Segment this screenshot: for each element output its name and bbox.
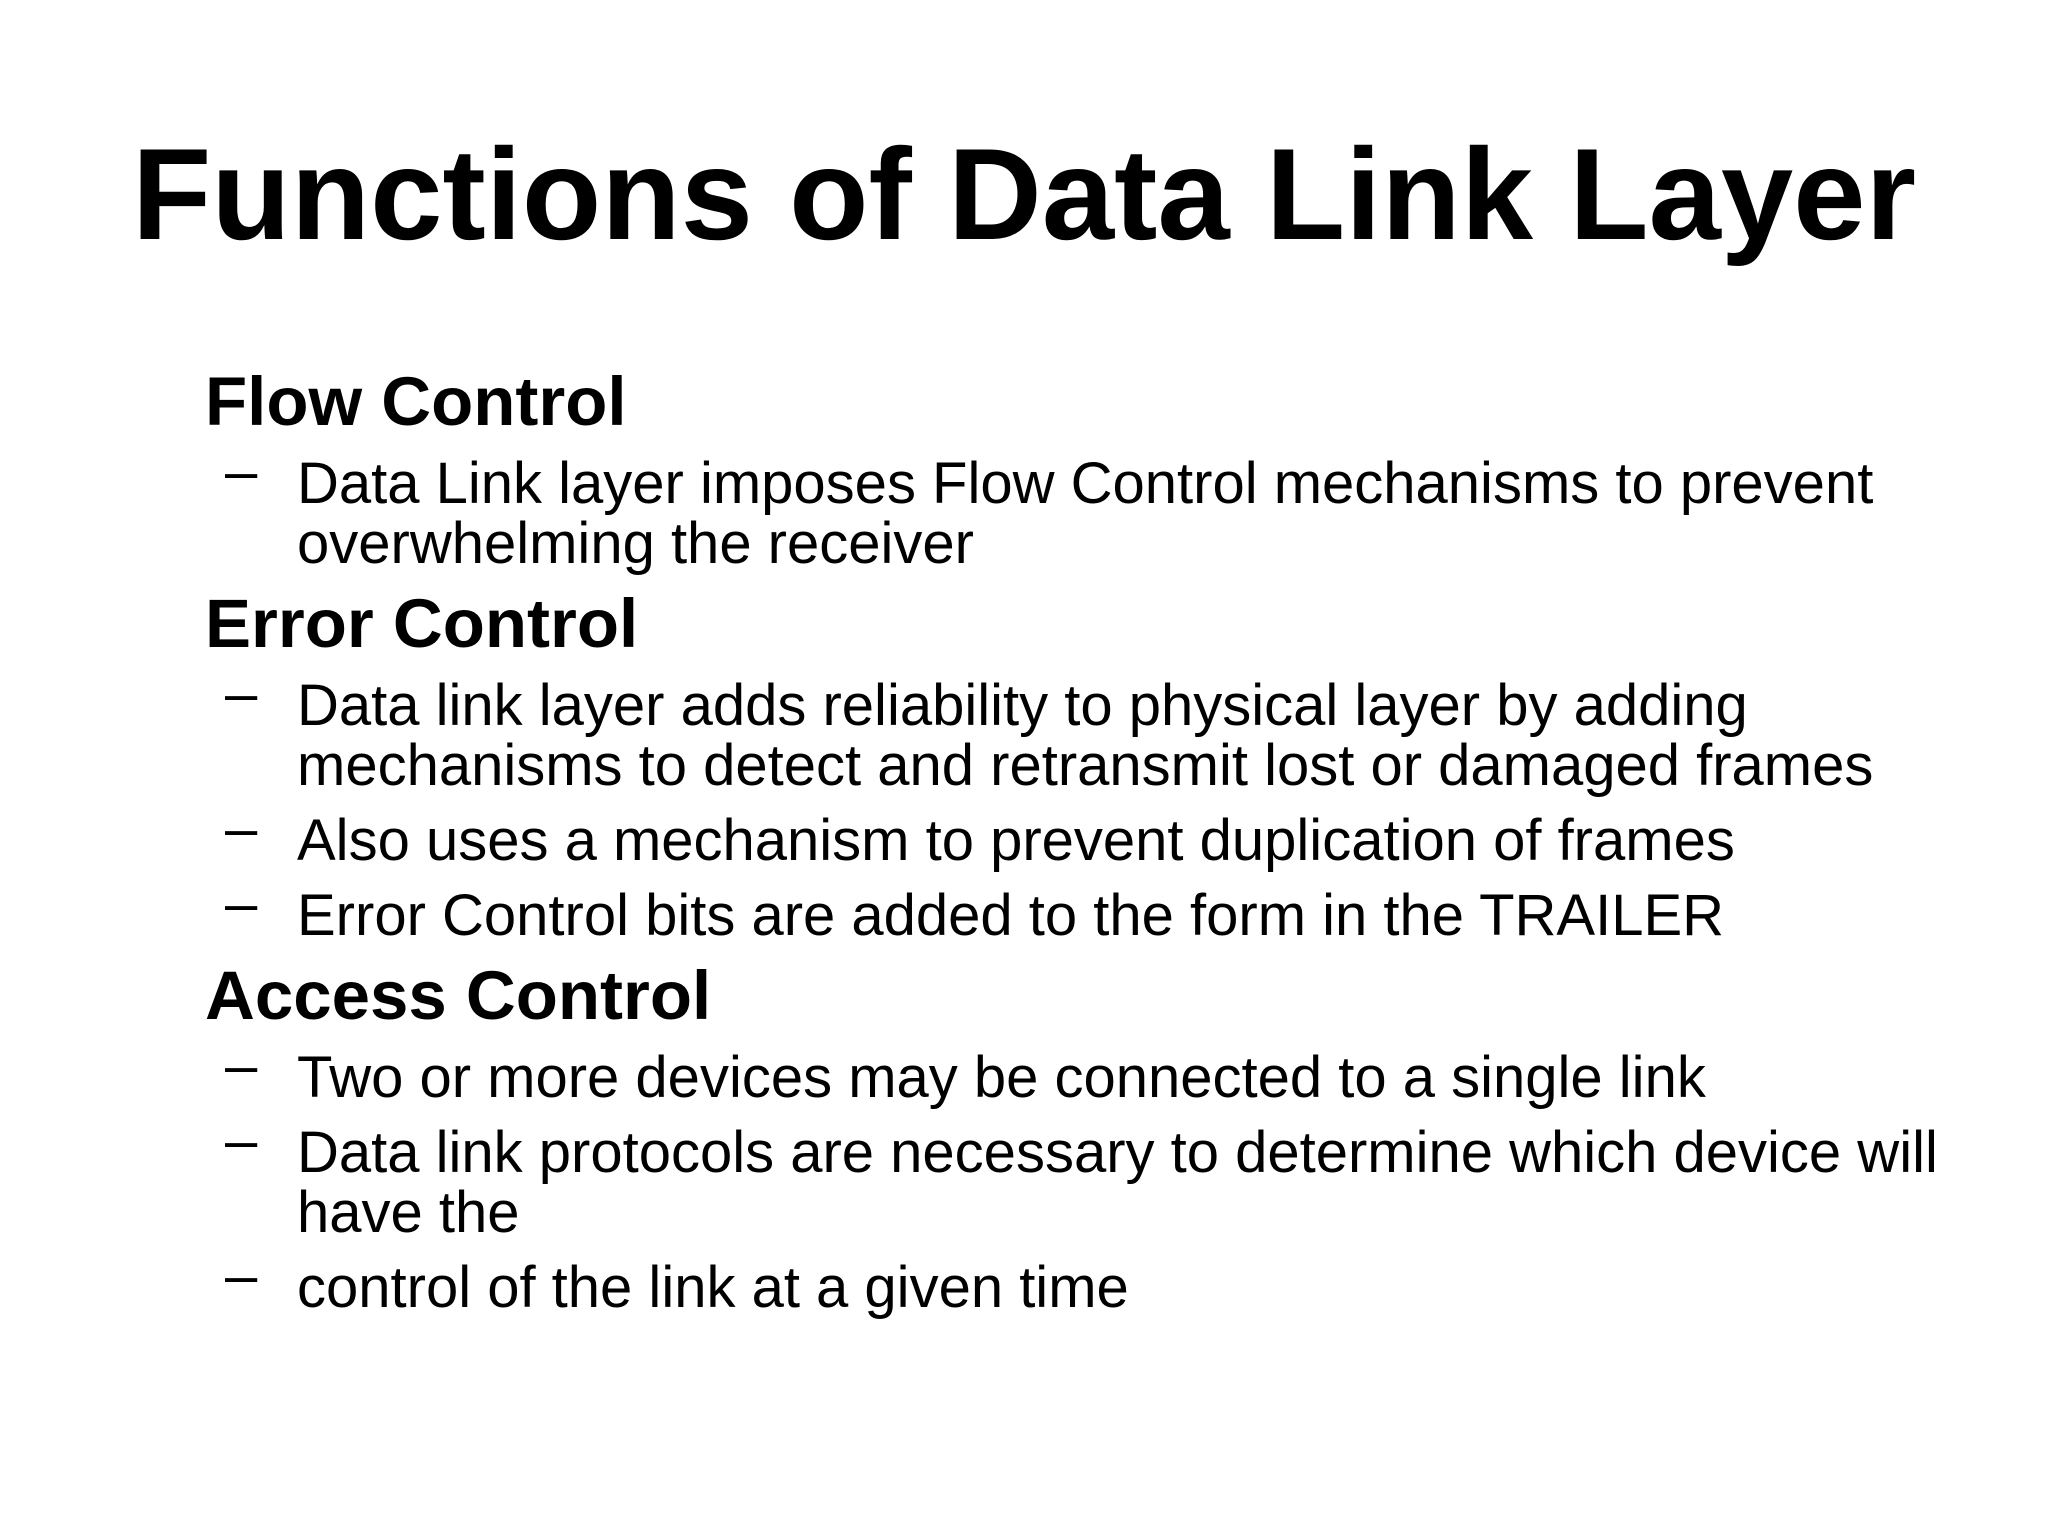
sub-bullet-text: Data Link layer imposes Flow Control mec…: [297, 451, 1874, 576]
bullet-heading: Access Control: [205, 957, 712, 1034]
sub-bullet-row: –Data Link layer imposes Flow Control me…: [225, 442, 1960, 576]
bullet-list: Flow Control–Data Link layer imposes Flo…: [130, 360, 1960, 1318]
sub-bullet-text: Data link protocols are necessary to det…: [297, 1120, 1938, 1245]
sub-bullet-text: Error Control bits are added to the form…: [297, 883, 1725, 948]
sub-bullet-row: –Also uses a mechanism to prevent duplic…: [225, 799, 1960, 873]
sub-bullet-row: –Data link layer adds reliability to phy…: [225, 664, 1960, 798]
dash-bullet-icon: –: [225, 1108, 258, 1173]
dash-bullet-icon: –: [225, 1243, 258, 1308]
bullet-heading-row: Flow Control: [130, 360, 1960, 444]
bullet-group: Flow Control–Data Link layer imposes Flo…: [130, 360, 1960, 574]
slide-title: Functions of Data Link Layer: [131, 121, 1917, 267]
dash-bullet-icon: –: [225, 439, 258, 504]
bullet-heading: Error Control: [205, 585, 639, 662]
sub-bullet-row: –control of the link at a given time: [225, 1246, 1960, 1320]
dash-bullet-icon: –: [225, 661, 258, 726]
sub-bullet-row: –Error Control bits are added to the for…: [225, 874, 1960, 948]
sub-bullet-text: control of the link at a given time: [297, 1255, 1129, 1320]
sub-bullet-row: –Two or more devices may be connected to…: [225, 1036, 1960, 1110]
dash-bullet-icon: –: [225, 1033, 258, 1098]
dash-bullet-icon: –: [225, 796, 258, 861]
bullet-group: Access Control–Two or more devices may b…: [130, 954, 1960, 1318]
bullet-group: Error Control–Data link layer adds relia…: [130, 582, 1960, 946]
bullet-heading: Flow Control: [205, 363, 627, 440]
bullet-heading-row: Access Control: [130, 954, 1960, 1038]
sub-bullet-row: –Data link protocols are necessary to de…: [225, 1111, 1960, 1245]
sub-bullet-text: Two or more devices may be connected to …: [297, 1045, 1706, 1110]
dash-bullet-icon: –: [225, 871, 258, 936]
sub-bullet-text: Also uses a mechanism to prevent duplica…: [297, 808, 1735, 873]
sub-bullet-text: Data link layer adds reliability to phys…: [297, 673, 1874, 798]
bullet-heading-row: Error Control: [130, 582, 1960, 666]
